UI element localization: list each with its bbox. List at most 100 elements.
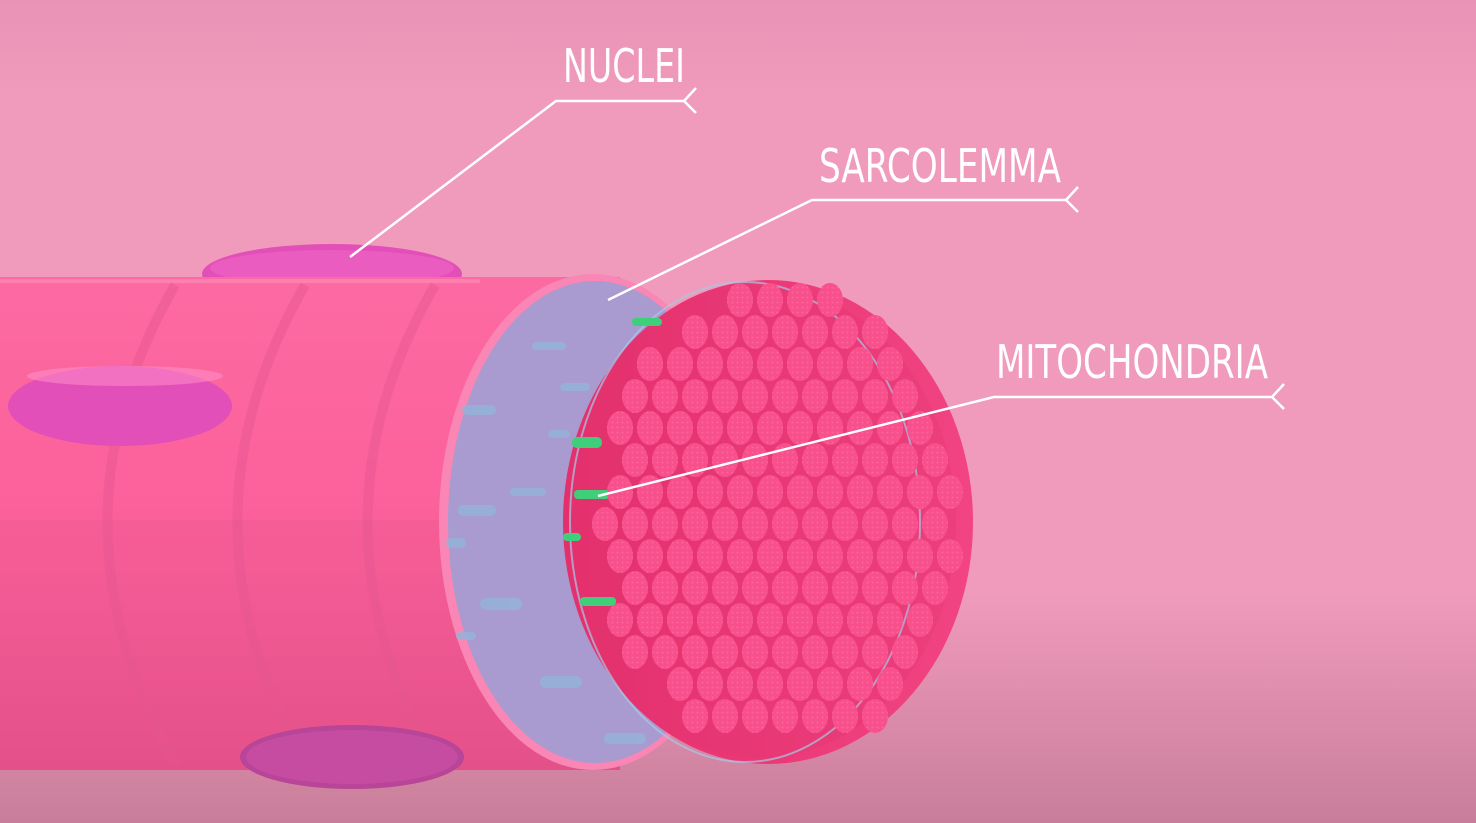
myofibril-texture [742,635,768,669]
myofibril-texture [607,603,633,637]
myofibril-texture [682,315,708,349]
myofibril-texture [802,635,828,669]
myofibril-texture [832,507,858,541]
myofibril-texture [712,507,738,541]
myofibril-texture [877,475,903,509]
myofibril-texture [727,539,753,573]
myofibril-texture [892,443,918,477]
nuclei-label: NUCLEI [563,39,685,93]
myofibril-texture [937,475,963,509]
myofibril-texture [637,411,663,445]
myofibril-texture [772,379,798,413]
myofibril-texture [877,411,903,445]
myofibril-texture [802,315,828,349]
myofibril-texture [697,475,723,509]
myofibril-texture [847,411,873,445]
myofibril-texture [862,507,888,541]
myofibril-texture [802,699,828,733]
myofibril-texture [787,539,813,573]
fiber-bands [102,282,440,768]
myofibril-texture [637,539,663,573]
myofibril-texture [652,507,678,541]
myofibril-texture [757,283,783,317]
myofibril-texture [907,411,933,445]
myofibril-texture [772,699,798,733]
myofibril-texture [652,571,678,605]
mitochondria-leader-line [597,395,1272,498]
myofibril-texture [787,667,813,701]
myofibril-texture [787,475,813,509]
myofibril-texture [667,539,693,573]
nucleus-left [8,366,232,446]
mitochondria-leader-tick [1270,383,1285,410]
myofibril-texture [727,283,753,317]
ring-dashes [446,342,646,744]
myofibril-texture [757,411,783,445]
myofibril-texture [862,315,888,349]
myofibril-texture [622,635,648,669]
myofibril-texture [622,507,648,541]
nuclei-leader-tick [682,87,697,114]
myofibril-texture [802,379,828,413]
myofibril-texture [847,475,873,509]
myofibril-texture [712,443,738,477]
myofibril-texture [772,635,798,669]
myofibril-texture [847,347,873,381]
myofibril-texture [802,507,828,541]
myofibril-texture [832,443,858,477]
myofibril-texture [742,315,768,349]
myofibril-texture [607,539,633,573]
myofibril-texture [727,475,753,509]
myofibril-texture [697,603,723,637]
myofibril-texture [727,603,753,637]
myofibril-texture [817,347,843,381]
myofibril-texture [727,411,753,445]
myofibril-texture [817,539,843,573]
myofibril-texture [652,379,678,413]
myofibril-texture [847,539,873,573]
myofibril-texture [862,635,888,669]
myofibril-texture [682,443,708,477]
myofibril-texture [757,347,783,381]
myofibril-texture [817,667,843,701]
myofibril-texture [787,603,813,637]
myofibril-texture [757,667,783,701]
myofibril-texture [892,571,918,605]
label-lines [349,87,1285,498]
myofibril-texture [727,347,753,381]
myofibril-texture [862,571,888,605]
myofibril-texture [802,571,828,605]
myofibril-texture [847,603,873,637]
myofibril-texture [682,379,708,413]
myofibril-texture [682,635,708,669]
myofibril-texture [667,603,693,637]
myofibril-texture [772,507,798,541]
myofibril-texture [787,283,813,317]
sarcolemma-leader-line [607,198,1066,302]
sarcolemma-leader-tick [1064,186,1079,213]
myofibril-texture [607,475,633,509]
myofibril-texture [637,603,663,637]
myofibril-texture [592,507,618,541]
myofibril-texture [757,539,783,573]
myofibril-texture [877,539,903,573]
myofibril-texture [862,699,888,733]
myofibril-texture [802,443,828,477]
myofibril-texture [787,411,813,445]
myofibril-texture [742,379,768,413]
myofibril-texture [652,443,678,477]
myofibril-texture [697,667,723,701]
myofibril-texture [742,443,768,477]
myofibril-texture [742,699,768,733]
myofibril-texture [907,475,933,509]
myofibril-texture [667,667,693,701]
myofibril-texture [847,667,873,701]
myofibril-texture [772,315,798,349]
myofibril-texture [712,315,738,349]
myofibril-texture [682,507,708,541]
myofibril-texture [727,667,753,701]
myofibril-texture [772,571,798,605]
myofibril-texture [922,443,948,477]
myofibril-texture [817,603,843,637]
